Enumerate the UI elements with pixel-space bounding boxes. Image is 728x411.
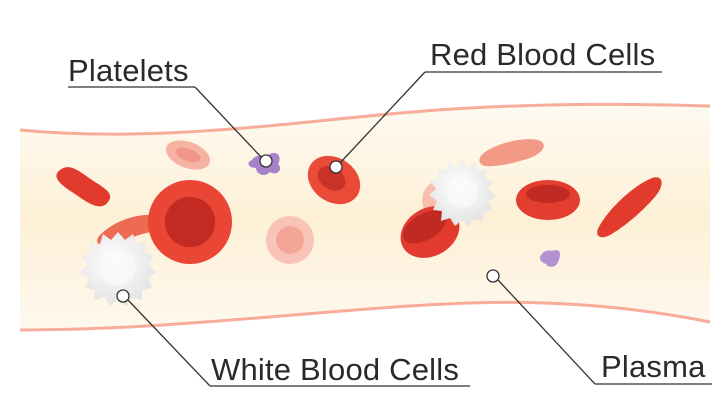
faded-red-blood-cell — [266, 216, 314, 264]
red-blood-cell-large — [148, 180, 232, 264]
leader-plasma — [486, 269, 712, 385]
vessel-wall-top — [19, 102, 711, 136]
label-red-blood-cells: Red Blood Cells — [430, 37, 656, 72]
label-plasma: Plasma — [601, 349, 706, 384]
label-white-blood-cells: White Blood Cells — [211, 352, 460, 387]
label-platelets: Platelets — [68, 53, 189, 88]
faded-red-blood-cell — [165, 140, 211, 170]
white-blood-cell — [80, 232, 156, 306]
red-blood-cell — [479, 139, 544, 167]
red-blood-cell — [597, 177, 662, 238]
white-blood-cell — [429, 160, 496, 226]
red-blood-cell — [56, 167, 111, 207]
leader-platelets — [68, 86, 273, 168]
leader-red-blood-cells — [329, 71, 662, 174]
red-blood-cell-cup — [516, 180, 580, 220]
leader-white-blood-cells — [116, 289, 470, 387]
vessel-wall-bottom — [19, 300, 711, 332]
platelet — [539, 250, 560, 267]
